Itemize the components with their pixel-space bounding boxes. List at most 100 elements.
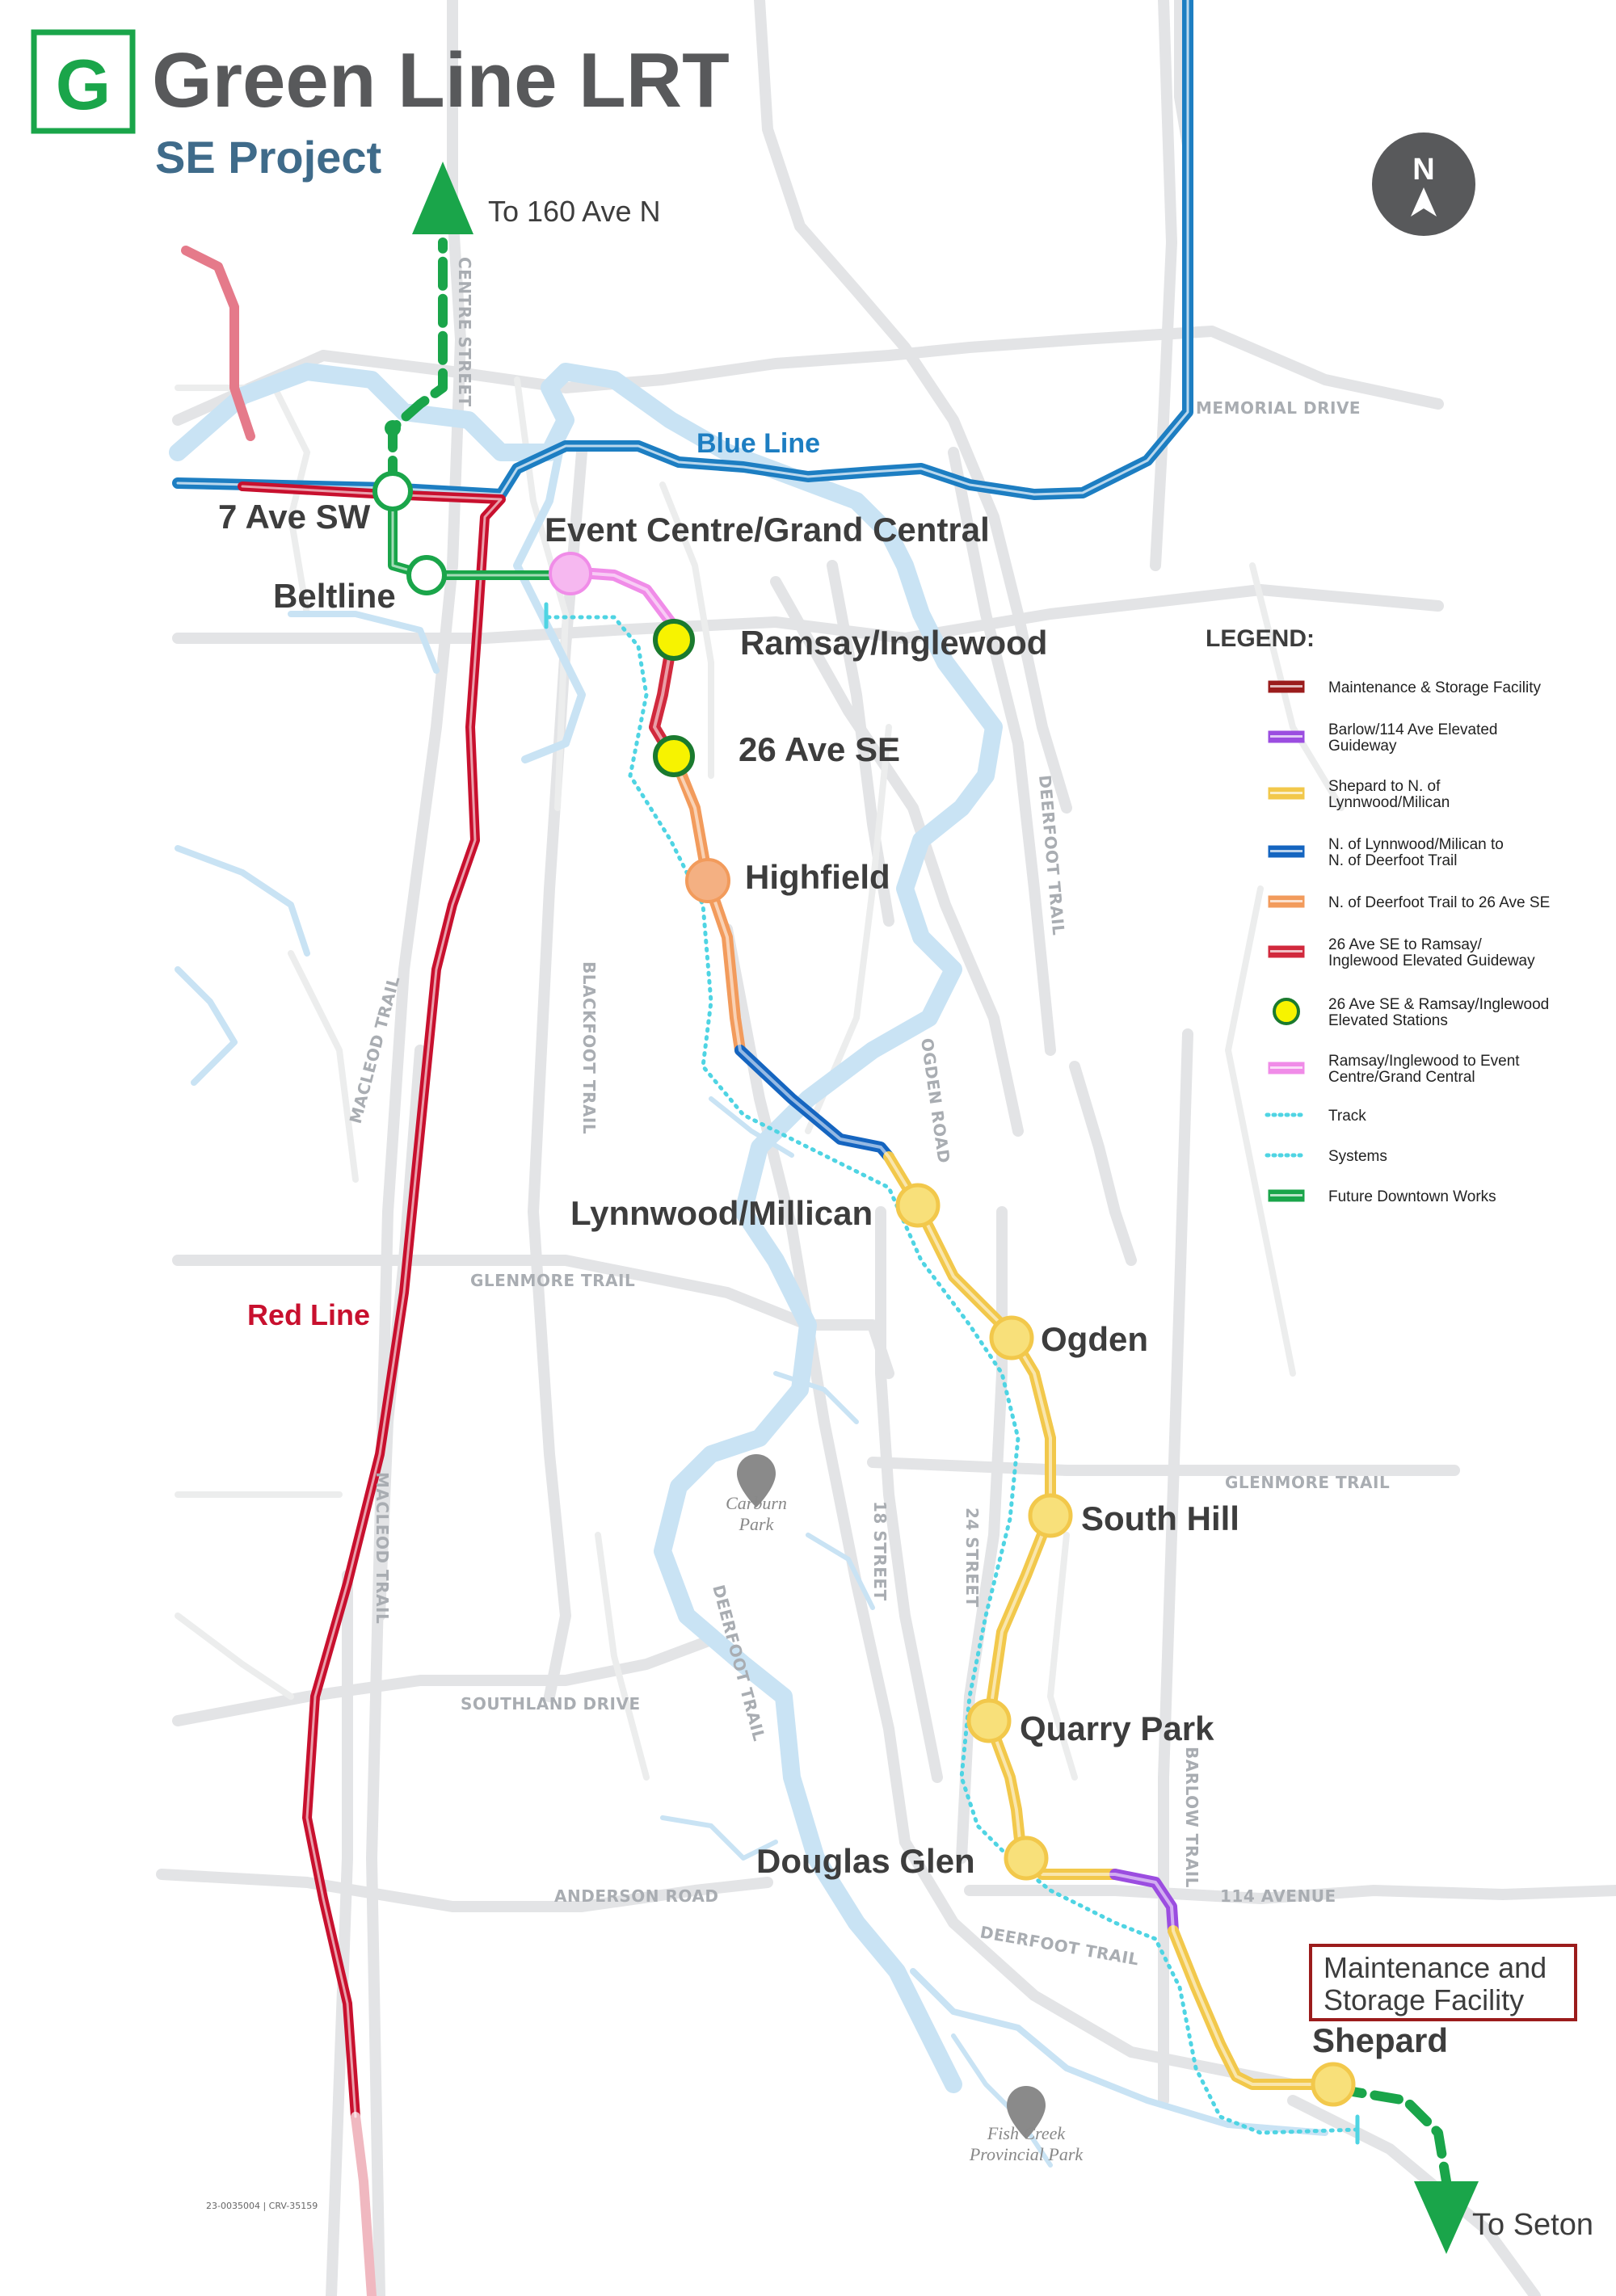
facility-label-line1: Maintenance and [1324, 1951, 1547, 1984]
legend-item-label: Centre/Grand Central [1328, 1069, 1475, 1086]
legend-swatch-highlight [1270, 1194, 1302, 1196]
legend-item: N. of Lynnwood/Milican toN. of Deerfoot … [1268, 836, 1504, 869]
station-label-event-centre: Event Centre/Grand Central [545, 511, 990, 549]
south-direction-label: To Seton [1472, 2208, 1593, 2242]
south-direction-arrow [1414, 2181, 1479, 2254]
station-marker-quarry-park[interactable] [966, 1698, 1012, 1743]
legend-item-label: Guideway [1328, 738, 1397, 755]
north-letter: N [1412, 153, 1434, 187]
road-label-macleod-trail-2: MACLEOD TRAIL [372, 1472, 392, 1624]
legend-item-label: N. of Lynnwood/Milican to [1328, 836, 1504, 853]
legend-swatch-highlight [1270, 735, 1302, 738]
north-arrow-icon [1411, 187, 1437, 217]
legend-item-label: Lynnwood/Milican [1328, 794, 1450, 811]
park-pins [737, 1454, 1046, 2139]
maintenance-facility-callout: Maintenance and Storage Facility [1309, 1944, 1577, 2021]
station-label-ogden: Ogden [1041, 1320, 1148, 1358]
road-label-blackfoot-trail: BLACKFOOT TRAIL [579, 961, 599, 1134]
station-labels: 7 Ave SW Beltline Event Centre/Grand Cen… [218, 498, 1448, 2059]
station-marker-ramsay-inglewood[interactable] [653, 619, 695, 661]
station-marker-ogden[interactable] [989, 1315, 1034, 1360]
station-marker-highfield[interactable] [685, 858, 730, 903]
station-label-shepard: Shepard [1312, 2021, 1448, 2059]
legend-items: Maintenance & Storage FacilityBarlow/114… [1265, 679, 1550, 1205]
legend-item-label: Barlow/114 Ave Elevated [1328, 721, 1498, 738]
legend-item: Maintenance & Storage Facility [1268, 679, 1541, 696]
north-direction-label: To 160 Ave N [488, 195, 661, 228]
legend-item: Systems [1265, 1148, 1387, 1165]
legend-item-label: Elevated Stations [1328, 1012, 1448, 1029]
station-marker-7-ave-sw[interactable] [372, 471, 413, 511]
legend-item-label: Maintenance & Storage Facility [1328, 679, 1541, 696]
station-marker-shepard[interactable] [1311, 2062, 1356, 2107]
legend-item-label: 26 Ave SE to Ramsay/ [1328, 936, 1482, 953]
station-marker-douglas-glen[interactable] [1004, 1836, 1049, 1881]
page-title: Green Line LRT [152, 37, 730, 124]
legend-swatch-highlight [1270, 950, 1302, 952]
station-marker-26-ave-se[interactable] [653, 735, 695, 777]
station-marker-event-centre[interactable] [549, 552, 592, 595]
title-block: G Green Line LRT SE Project [31, 29, 730, 183]
legend-swatch-highlight [1270, 685, 1302, 688]
station-label-douglas-glen: Douglas Glen [756, 1842, 975, 1880]
road-label-anderson-road: ANDERSON ROAD [554, 1886, 718, 1906]
reference-code: 23-0035004 | CRV-35159 [206, 2201, 318, 2211]
station-label-highfield: Highfield [745, 858, 890, 896]
carburn-park-pin-icon [737, 1454, 776, 1508]
road-label-24-street: 24 STREET [962, 1508, 982, 1608]
road-label-centre-street: CENTRE STREET [455, 257, 474, 407]
road-label-114-avenue: 114 AVENUE [1220, 1886, 1336, 1906]
station-marker-south-hill[interactable] [1028, 1493, 1073, 1538]
legend-swatch-highlight [1270, 1066, 1302, 1069]
station-label-quarry-park: Quarry Park [1020, 1709, 1214, 1747]
blue-line-label: Blue Line [696, 428, 820, 459]
green-line-badge [31, 29, 136, 134]
road-label-southland-drive: SOUTHLAND DRIVE [461, 1694, 641, 1714]
park-labels: Carburn Park Fish Creek Provincial Park [726, 1493, 1084, 2164]
station-marker-beltline[interactable] [406, 555, 447, 595]
legend-swatch-highlight [1270, 792, 1302, 794]
north-direction-arrow [412, 162, 473, 234]
legend-title: LEGEND: [1206, 625, 1315, 652]
station-marker-lynnwood-millican[interactable] [895, 1183, 941, 1228]
legend-swatch-highlight [1270, 900, 1302, 902]
north-arrow: N [1372, 132, 1475, 236]
fish-creek-park-pin-icon [1007, 2086, 1046, 2139]
legend-item-label: Systems [1328, 1148, 1387, 1165]
road-label-glenmore-trail-2: GLENMORE TRAIL [1225, 1473, 1390, 1492]
red-line-label: Red Line [247, 1298, 370, 1331]
legend-swatch [1273, 998, 1300, 1025]
station-label-7-ave-sw: 7 Ave SW [218, 498, 371, 536]
station-markers [372, 420, 1356, 2107]
page-subtitle: SE Project [155, 132, 381, 183]
legend-item-label: Shepard to N. of [1328, 778, 1441, 795]
red-line-route [181, 246, 506, 2296]
station-label-26-ave-se: 26 Ave SE [739, 730, 900, 768]
road-label-deerfoot-trail-2: DEERFOOT TRAIL [709, 1583, 769, 1743]
road-label-18-street: 18 STREET [870, 1501, 890, 1601]
blue-line-route [172, 0, 1193, 500]
station-label-south-hill: South Hill [1081, 1499, 1239, 1537]
legend-item-label: Track [1328, 1108, 1366, 1125]
station-label-beltline: Beltline [273, 577, 396, 615]
park-label-fish-creek-2: Provincial Park [969, 2144, 1084, 2164]
legend-item-label: N. of Deerfoot Trail [1328, 852, 1457, 869]
station-label-lynnwood-millican: Lynnwood/Millican [570, 1194, 873, 1232]
legend: LEGEND: Maintenance & Storage FacilityBa… [1206, 625, 1550, 1205]
facility-label-line2: Storage Facility [1324, 1983, 1524, 2016]
track-systems-route [544, 602, 1360, 2145]
legend-item: N. of Deerfoot Trail to 26 Ave SE [1268, 894, 1550, 911]
station-marker-centre-street [385, 420, 401, 436]
legend-item: Future Downtown Works [1268, 1188, 1496, 1205]
legend-item-label: Inglewood Elevated Guideway [1328, 952, 1535, 969]
road-label-barlow-trail: BARLOW TRAIL [1182, 1747, 1201, 1888]
park-label-carburn-1: Carburn [726, 1493, 787, 1513]
rivers [169, 363, 1328, 2168]
legend-item-label: Future Downtown Works [1328, 1188, 1496, 1205]
legend-item: 26 Ave SE to Ramsay/Inglewood Elevated G… [1268, 936, 1535, 969]
